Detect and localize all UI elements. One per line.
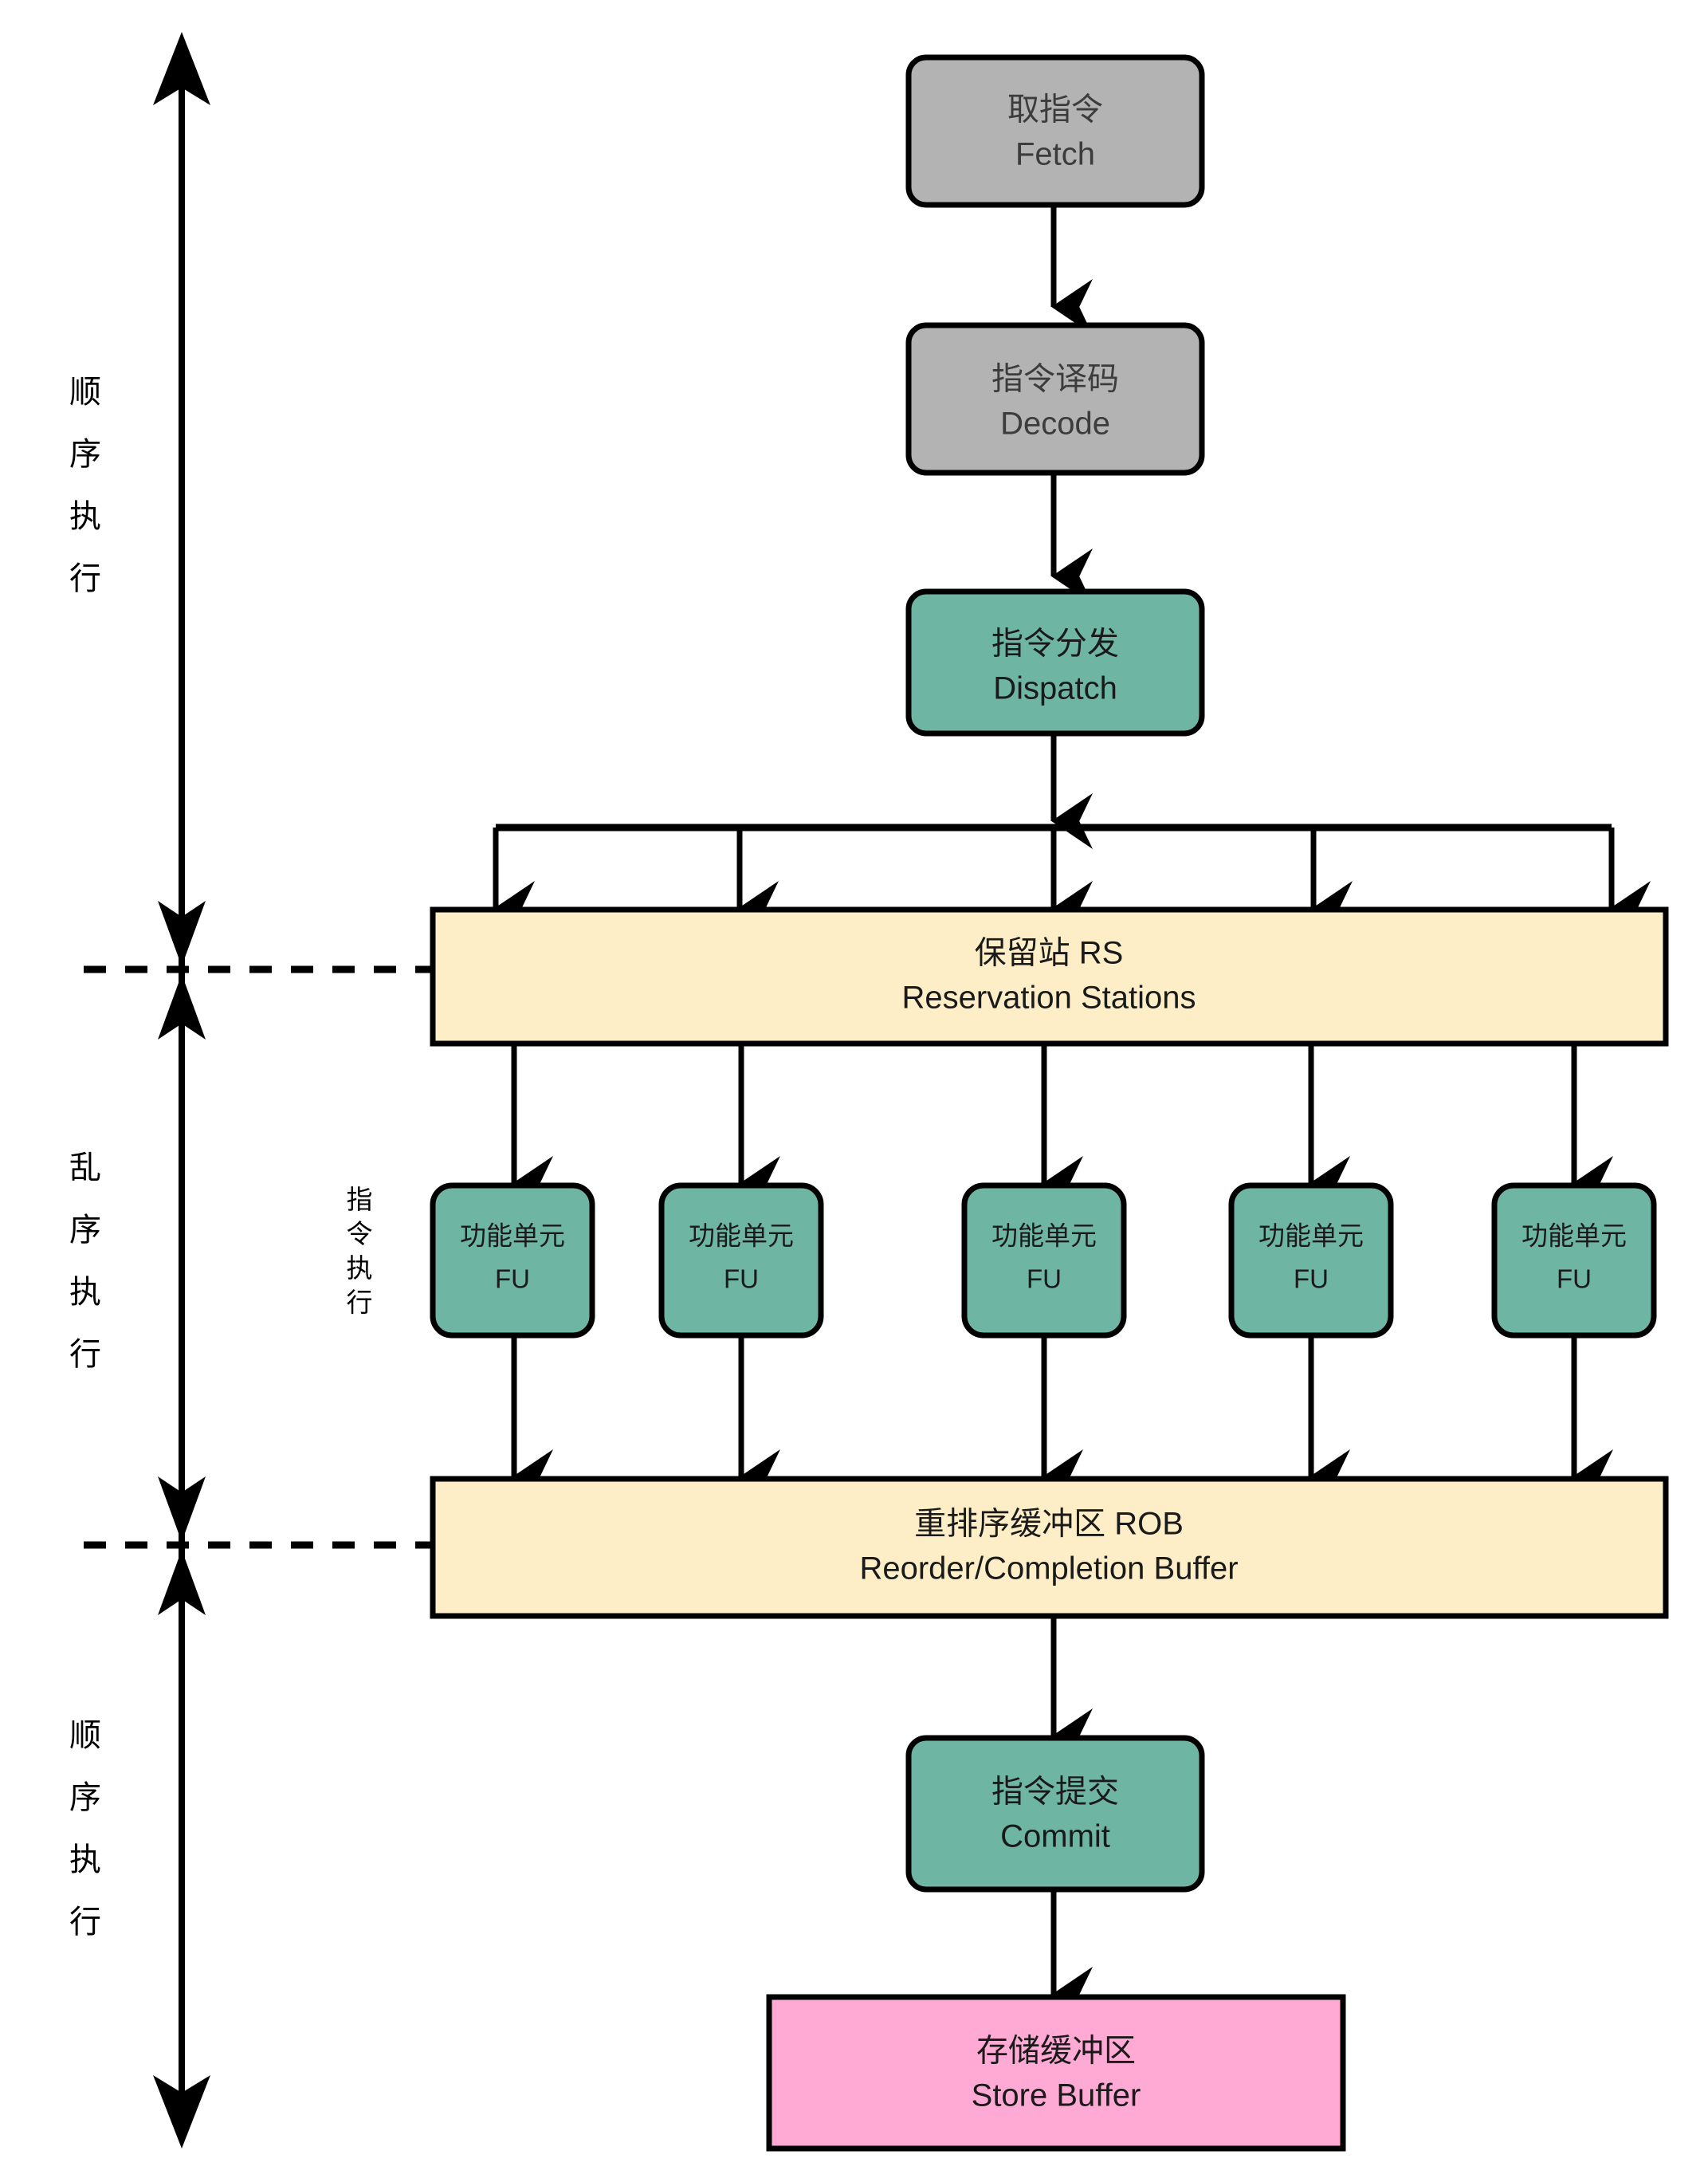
node-commit-label-cn: 指令提交	[991, 1775, 1119, 1810]
node-store-buffer[interactable]: 存储缓冲区 Store Buffer	[766, 1994, 1346, 2152]
fu-5-label-cn: 功能单元	[1521, 1221, 1627, 1251]
node-commit-label-en: Commit	[1000, 1819, 1110, 1854]
fu-to-rob-edges	[511, 1333, 1613, 1505]
phase-axis	[153, 32, 210, 2149]
fu-2-label-en: FU	[724, 1264, 759, 1294]
functional-unit-3[interactable]: 功能单元 FU	[961, 1182, 1127, 1339]
functional-unit-1[interactable]: 功能单元 FU	[430, 1182, 595, 1339]
fu-4-label-cn: 功能单元	[1258, 1221, 1364, 1251]
fu-1-label-en: FU	[495, 1264, 530, 1294]
bar-rs-label-en: Reservation Stations	[901, 981, 1196, 1016]
phase-label-out-of-order: 乱序执行	[65, 1150, 100, 1399]
node-fetch[interactable]: 取指令 Fetch	[905, 54, 1205, 208]
phase-label-in-order-top: 顺序执行	[65, 375, 100, 623]
node-decode[interactable]: 指令译码 Decode	[905, 322, 1205, 476]
fu-3-label-cn: 功能单元	[991, 1221, 1097, 1251]
axis-arrow-up-mid2	[158, 1550, 206, 1615]
label-instruction-execution: 指令执行	[343, 1185, 372, 1323]
fu-4-label-en: FU	[1294, 1264, 1329, 1294]
node-decode-label-en: Decode	[1000, 407, 1110, 442]
axis-arrow-up-top	[153, 32, 210, 105]
node-decode-label-cn: 指令译码	[991, 362, 1119, 397]
bar-rs-label-cn: 保留站 RS	[975, 936, 1124, 971]
fu-5-label-en: FU	[1557, 1264, 1592, 1294]
bar-reservation-stations[interactable]: 保留站 RS Reservation Stations	[430, 906, 1669, 1047]
axis-arrow-down-mid2	[158, 1476, 206, 1542]
node-fetch-label-cn: 取指令	[1007, 92, 1103, 128]
node-dispatch[interactable]: 指令分发 Dispatch	[905, 588, 1205, 737]
bar-rob-label-en: Reorder/Completion Buffer	[859, 1551, 1238, 1586]
node-store-buffer-label-en: Store Buffer	[972, 2078, 1141, 2113]
dispatch-fanout-bus	[493, 824, 1651, 937]
node-dispatch-label-en: Dispatch	[993, 671, 1117, 706]
fu-1-label-cn: 功能单元	[460, 1221, 565, 1251]
axis-arrow-down-mid1	[158, 901, 206, 966]
node-store-buffer-label-cn: 存储缓冲区	[976, 2034, 1136, 2069]
axis-arrow-down-bottom	[153, 2075, 210, 2149]
functional-unit-5[interactable]: 功能单元 FU	[1491, 1182, 1657, 1339]
functional-unit-2[interactable]: 功能单元 FU	[658, 1182, 824, 1339]
node-fetch-label-en: Fetch	[1015, 137, 1095, 172]
fu-2-label-cn: 功能单元	[689, 1221, 794, 1251]
fu-3-label-en: FU	[1027, 1264, 1062, 1294]
node-dispatch-label-cn: 指令分发	[991, 627, 1119, 662]
bar-reorder-buffer[interactable]: 重排序缓冲区 ROB Reorder/Completion Buffer	[430, 1476, 1669, 1619]
rs-to-fu-edges	[511, 1043, 1613, 1212]
functional-unit-4[interactable]: 功能单元 FU	[1228, 1182, 1394, 1339]
phase-label-in-order-bottom: 顺序执行	[65, 1718, 100, 1967]
node-commit[interactable]: 指令提交 Commit	[905, 1735, 1205, 1893]
axis-arrow-up-mid1	[158, 974, 206, 1040]
bar-rob-label-cn: 重排序缓冲区 ROB	[914, 1507, 1184, 1542]
